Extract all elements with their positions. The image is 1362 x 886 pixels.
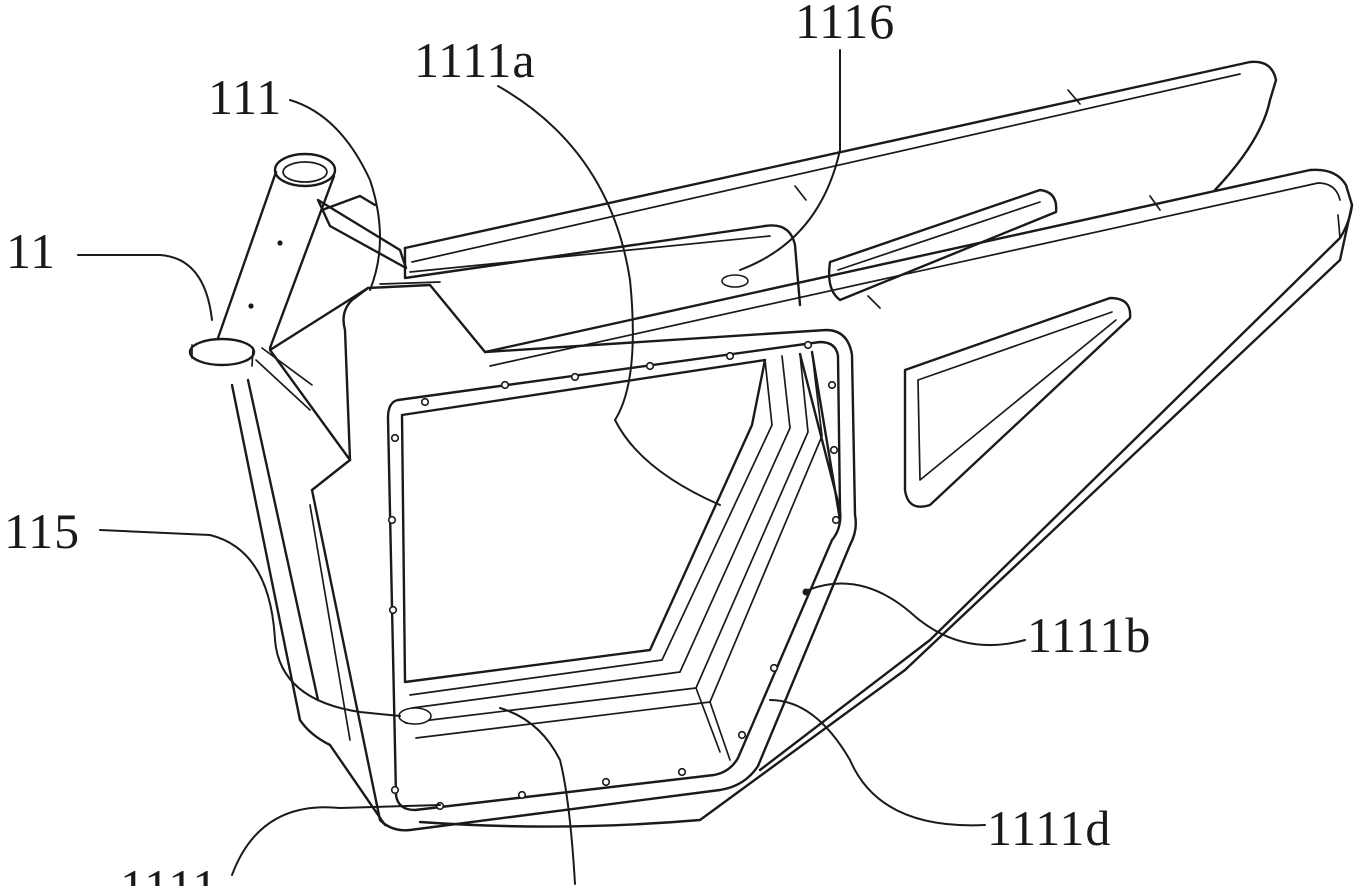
label-115: 115 <box>4 503 80 559</box>
main-frame-body <box>230 281 858 832</box>
leader-1111a <box>497 85 721 506</box>
leader-bottom <box>499 707 576 885</box>
mount-hole-1116 <box>721 274 749 288</box>
leader-111 <box>289 99 381 291</box>
port-115 <box>398 707 432 725</box>
leader-1111b <box>807 582 1026 646</box>
leader-115 <box>99 529 401 717</box>
head-tube <box>188 152 408 367</box>
label-111: 111 <box>208 69 282 125</box>
label-1111b: 1111b <box>1027 607 1151 663</box>
label-1111: 1111 <box>120 859 218 886</box>
label-1116: 1116 <box>795 0 895 49</box>
label-1111d: 1111d <box>987 800 1111 856</box>
label-1111a: 1111a <box>414 32 536 88</box>
label-11: 11 <box>6 223 56 279</box>
rivet-holes <box>387 340 841 811</box>
reference-labels: 11 111 1111a 1116 1111b 1111d 1111 115 <box>4 0 1151 886</box>
leader-lines <box>77 49 1026 885</box>
rear-arm-plate <box>403 60 1354 828</box>
leader-11 <box>77 254 213 321</box>
leader-1116 <box>739 49 841 271</box>
leader-1111d <box>769 699 986 827</box>
top-cross-bar <box>403 224 802 307</box>
leader-1111 <box>231 804 441 876</box>
